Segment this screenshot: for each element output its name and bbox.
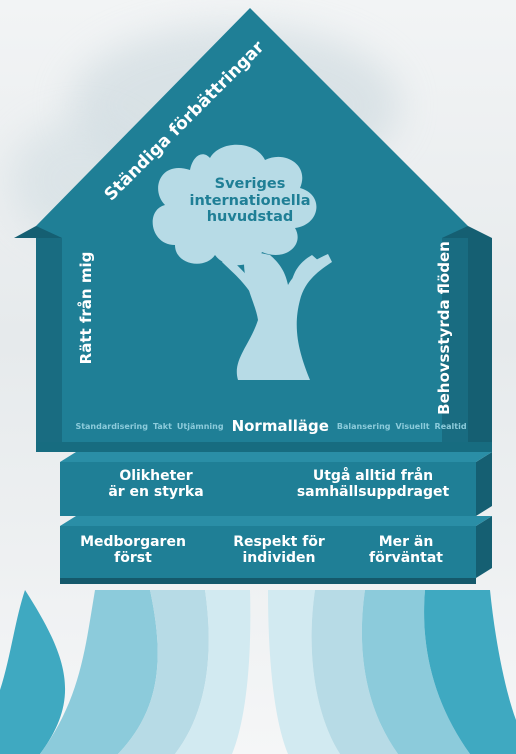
root-band-right-3 xyxy=(311,590,398,754)
root-band-left-outer xyxy=(0,590,66,754)
roof-right-rim xyxy=(442,226,468,450)
root-band-left-2 xyxy=(40,590,158,754)
floor-center-label: Normalläge xyxy=(231,417,329,435)
values-base xyxy=(60,516,492,584)
value-second-line-1: Respekt för xyxy=(233,534,325,550)
vision-line-2: internationella xyxy=(189,192,311,209)
root-band-right-inner xyxy=(268,590,340,754)
principle-left: Olikheter är en styrka xyxy=(86,468,226,500)
pillar-left: Rätt från mig xyxy=(77,251,95,365)
tree-branch-right xyxy=(292,255,320,282)
tool-balansering: Balansering xyxy=(336,421,391,431)
value-third-line-2: förväntat xyxy=(369,550,443,567)
principles-band xyxy=(60,452,492,516)
vision-title: Sveriges internationella huvudstad xyxy=(175,176,325,226)
value-first-line-2: först xyxy=(114,550,152,567)
tool-takt: Takt xyxy=(152,421,172,431)
tool-visuellt: Visuellt xyxy=(395,421,430,431)
roof-left-rim xyxy=(36,226,62,450)
root-band-right-2 xyxy=(361,590,470,754)
principle-right: Utgå alltid från samhällsuppdraget xyxy=(278,468,468,500)
root-band-left-inner xyxy=(175,590,251,754)
value-third: Mer än förväntat xyxy=(346,534,466,566)
root-band-left-3 xyxy=(118,590,209,754)
value-first-line-1: Medborgaren xyxy=(80,534,186,550)
vision-line-3: huvudstad xyxy=(206,209,294,226)
pillar-right: Behovsstyrda flöden xyxy=(435,241,453,415)
roof-left-eave xyxy=(14,226,62,238)
tree-trunk xyxy=(236,250,332,380)
root-band-right-outer xyxy=(424,590,516,754)
tool-utjamning: Utjämning xyxy=(176,421,224,431)
value-second-line-2: individen xyxy=(242,550,316,567)
tree-branch-left xyxy=(222,256,262,300)
floor-edge xyxy=(36,442,492,452)
principle-right-line-1: Utgå alltid från xyxy=(312,468,434,484)
tool-standardisering: Standardisering xyxy=(75,421,148,431)
root-bands xyxy=(0,590,516,754)
house-side xyxy=(468,238,492,450)
tool-realtid: Realtid xyxy=(434,421,467,431)
value-second: Respekt för individen xyxy=(214,534,344,566)
floor-row: Standardisering Takt Utjämning Normalläg… xyxy=(70,414,472,438)
tree-crown xyxy=(152,144,317,266)
value-first: Medborgaren först xyxy=(68,534,198,566)
principle-left-line-1: Olikheter xyxy=(119,468,193,484)
vision-line-1: Sveriges xyxy=(214,176,286,192)
principle-right-line-2: samhällsuppdraget xyxy=(296,484,450,501)
value-third-line-1: Mer än xyxy=(378,534,434,550)
principle-left-line-2: är en styrka xyxy=(108,484,204,501)
tree-illustration xyxy=(152,144,332,380)
roof-right-eave xyxy=(442,226,492,238)
